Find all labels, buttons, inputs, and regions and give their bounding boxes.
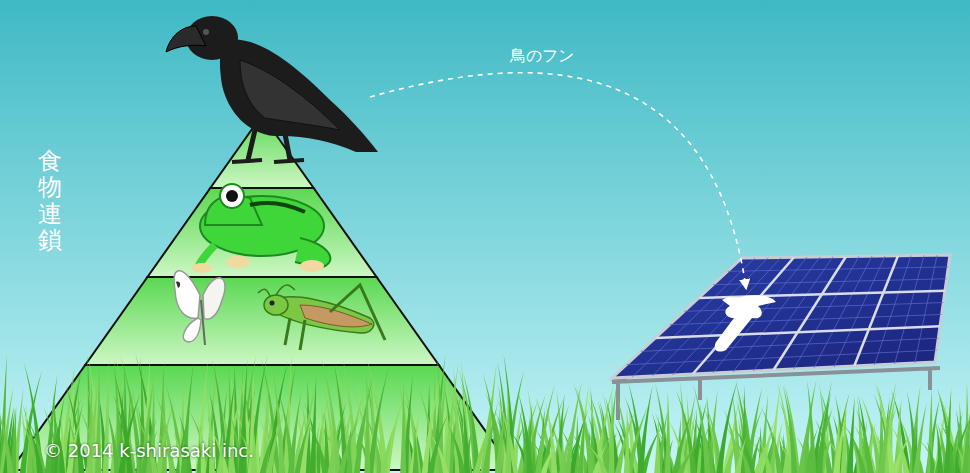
chain-title: 食物連鎖 xyxy=(38,148,62,254)
copyright-watermark-box: © 2014 k-shirasaki inc. xyxy=(44,440,254,461)
crow xyxy=(166,16,378,162)
arrow-label-box: 鳥のフン xyxy=(510,46,574,67)
copyright-watermark: © 2014 k-shirasaki inc. xyxy=(44,440,254,461)
chain-title-box: 食物連鎖 xyxy=(38,148,62,254)
butterfly xyxy=(174,271,225,345)
dropping-path xyxy=(370,73,746,288)
pyramid-band xyxy=(147,188,376,277)
pyramid-band xyxy=(85,277,439,365)
grasshopper xyxy=(258,285,385,350)
arrow-label: 鳥のフン xyxy=(510,46,574,67)
bird-dropping xyxy=(715,295,776,351)
frog xyxy=(192,184,330,273)
grass xyxy=(0,353,970,473)
